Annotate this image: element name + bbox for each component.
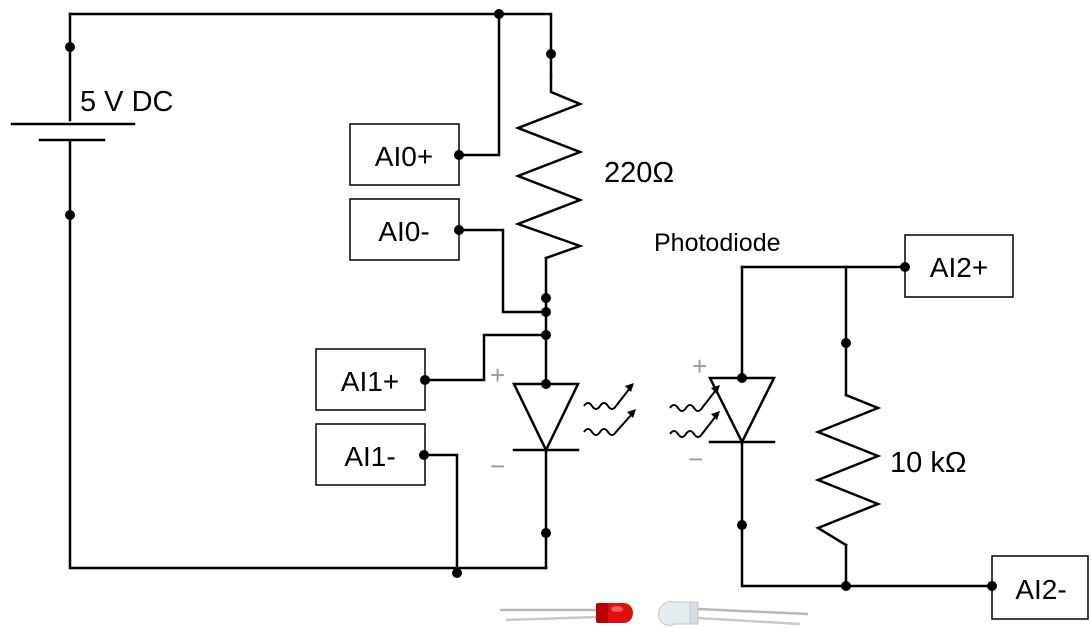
led-triangle: [512, 382, 580, 453]
terminal-ai1-minus: AI1-: [315, 423, 426, 486]
terminal-ai0-minus-label: AI0-: [378, 216, 429, 247]
ai0-minus-wire: [457, 228, 548, 314]
photodiode-bottom-wire: [740, 440, 994, 588]
photodiode-plus-sign: +: [692, 351, 707, 381]
led-plus-sign: +: [490, 360, 505, 390]
terminal-ai1-minus-label: AI1-: [344, 441, 395, 472]
photodiode-light-arrows-icon: [669, 385, 720, 438]
led-minus-sign: −: [490, 451, 505, 481]
terminal-ai2-minus: AI2-: [991, 555, 1089, 620]
resistor-10k-label: 10 kΩ: [890, 447, 967, 479]
terminal-ai1-plus: AI1+: [315, 348, 426, 411]
wires: [68, 12, 994, 588]
resistor-220-label: 220Ω: [604, 157, 674, 189]
ai0-plus-wire: [457, 12, 501, 157]
photodiode-label: Photodiode: [654, 229, 781, 257]
supply-label: 5 V DC: [80, 86, 173, 118]
photodiode-minus-sign: −: [688, 444, 703, 474]
red-led-image: [500, 603, 633, 623]
terminal-ai1-plus-label: AI1+: [341, 366, 399, 397]
terminal-ai2-minus-label: AI2-: [1015, 574, 1066, 605]
led-emission-arrows-icon: [583, 383, 636, 436]
resistor-10k-symbol: [814, 393, 882, 547]
top-rail-wire: [68, 12, 553, 77]
photodiode-image: [658, 600, 809, 626]
ai1-minus-wire: [422, 453, 459, 575]
resistor-220-symbol: [514, 73, 584, 260]
terminal-ai2-plus-label: AI2+: [930, 252, 988, 283]
battery-bottom-wire: [68, 139, 548, 570]
photodiode-symbol: [707, 376, 777, 445]
junction-dots: [65, 9, 997, 591]
photodiode-triangle: [707, 376, 777, 445]
ai1-plus-wire: [423, 333, 548, 382]
battery-symbol: [10, 122, 136, 142]
terminal-ai0-plus-label: AI0+: [375, 141, 433, 172]
terminal-ai2-plus: AI2+: [904, 234, 1014, 298]
terminal-ai0-minus: AI0-: [349, 198, 460, 261]
terminal-ai0-plus: AI0+: [349, 123, 460, 186]
led-symbol: [512, 382, 580, 453]
